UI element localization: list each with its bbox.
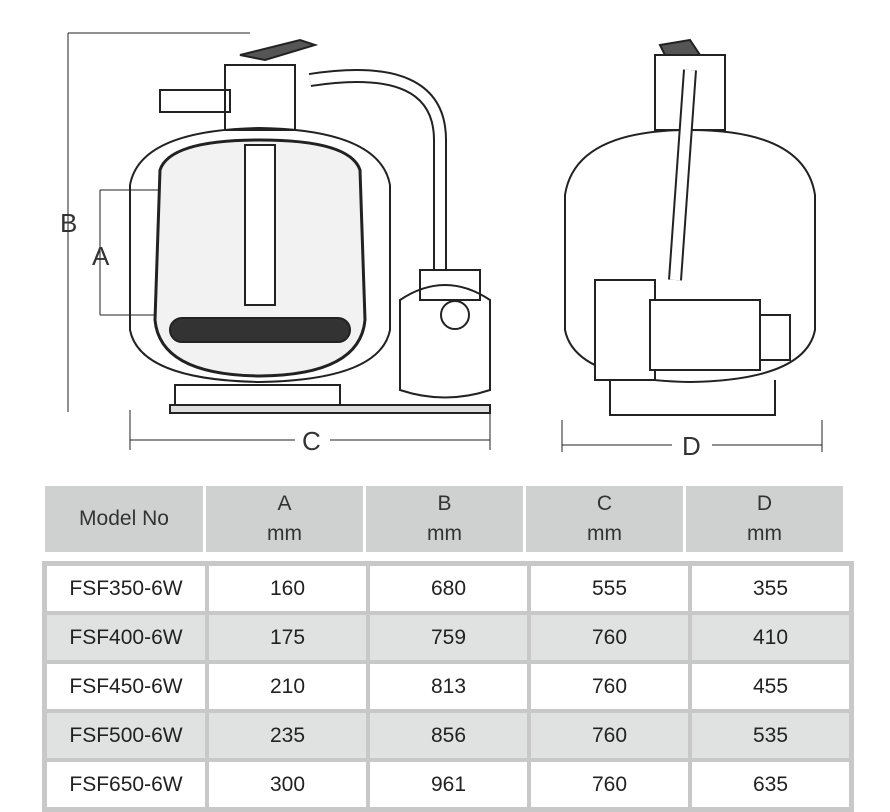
model-cell: FSF400-6W — [45, 613, 207, 662]
model-cell: FSF650-6W — [45, 760, 207, 809]
dimension-cell: 813 — [368, 662, 529, 711]
header-label: D — [756, 492, 773, 515]
dimension-cell: 210 — [207, 662, 368, 711]
model-cell: FSF500-6W — [45, 711, 207, 760]
dimension-cell: 160 — [207, 564, 368, 613]
dimension-cell: 455 — [690, 662, 851, 711]
header-label: Model No — [79, 507, 169, 530]
dimension-cell: 760 — [529, 760, 690, 809]
dimension-cell: 759 — [368, 613, 529, 662]
dimension-cell: 535 — [690, 711, 851, 760]
header-unit: mm — [267, 522, 302, 545]
header-unit: mm — [747, 522, 782, 545]
dimension-cell: 635 — [690, 760, 851, 809]
dimension-cell: 961 — [368, 760, 529, 809]
dimension-cell: 856 — [368, 711, 529, 760]
dimension-cell: 175 — [207, 613, 368, 662]
model-cell: FSF450-6W — [45, 662, 207, 711]
header-model: Model No — [45, 486, 203, 552]
dimension-c-label: C — [302, 426, 321, 456]
dimension-cell: 355 — [690, 564, 851, 613]
dimension-cell: 760 — [529, 613, 690, 662]
dimension-cell: 410 — [690, 613, 851, 662]
header-label: C — [596, 492, 613, 515]
dimension-cell: 235 — [207, 711, 368, 760]
dimension-a-label: A — [92, 241, 110, 271]
dimension-b-label: B — [60, 208, 77, 238]
dimension-cell: 300 — [207, 760, 368, 809]
dimension-cell: 760 — [529, 662, 690, 711]
header-label: A — [277, 492, 292, 515]
dimension-cell: 760 — [529, 711, 690, 760]
header-unit: mm — [587, 522, 622, 545]
dimension-d-label: D — [682, 431, 701, 461]
model-cell: FSF350-6W — [45, 564, 207, 613]
dimension-cell: 555 — [529, 564, 690, 613]
header-label: B — [437, 492, 452, 515]
header-unit: mm — [427, 522, 462, 545]
dimension-cell: 680 — [368, 564, 529, 613]
sand-filter-dimension-diagram: B A C D — [60, 32, 823, 461]
